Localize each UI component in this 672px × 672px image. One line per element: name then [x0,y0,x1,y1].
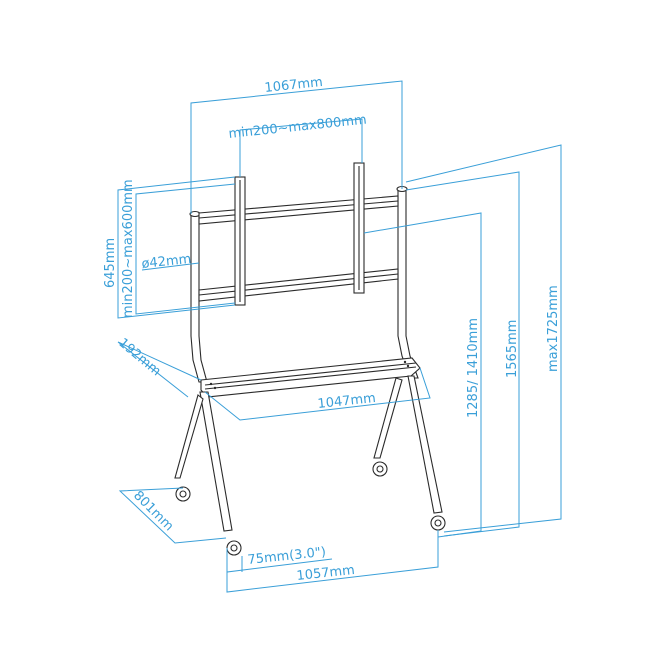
top-height-label: 1565mm [505,320,520,378]
left-rear-leg [174,394,204,479]
left-vesa-bracket [234,176,246,306]
casters [175,461,446,556]
shelf-depth-label: 192mm [115,336,163,380]
right-front-leg [407,375,443,514]
center-heights-label: 1285/ 1410mm [466,318,481,418]
overall-width-label: 1067mm [264,75,324,96]
vesa-vertical-label: min200~max600mm [121,179,136,318]
shelf-width-label: 1047mm [317,391,377,412]
base-depth-label: 801mm [130,488,176,534]
upper-crossbar [198,195,399,225]
vesa-horizontal-label: min200~max800mm [228,113,367,142]
right-rear-leg [373,377,403,459]
bracket-height-label: 645mm [103,238,118,288]
pole-diameter-label: ø42mm [141,252,192,272]
dimension-lines [117,80,562,593]
left-front-leg [199,391,233,532]
right-pole [396,185,419,379]
base-width-label: 1057mm [296,563,356,584]
lower-crossbar [198,268,399,302]
max-height-label: max1725mm [546,285,561,372]
right-vesa-bracket [353,162,365,294]
shelf [200,357,421,398]
stand-drawing [174,162,446,556]
dimension-labels: 1067mm min200~max800mm 645mm min200~max6… [103,75,561,584]
